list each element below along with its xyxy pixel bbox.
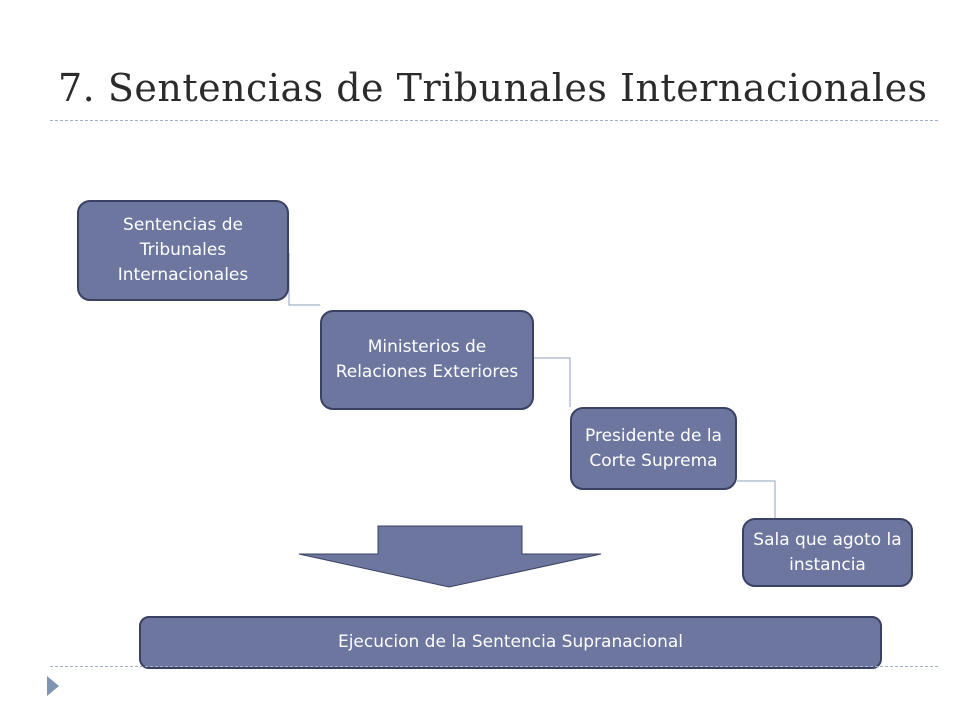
bullet-triangle-icon bbox=[47, 676, 59, 696]
result-ejecucion-sentencia: Ejecucion de la Sentencia Supranacional bbox=[139, 616, 882, 669]
result-label: Ejecucion de la Sentencia Supranacional bbox=[337, 632, 684, 652]
title-divider bbox=[50, 120, 938, 121]
step-label: Ministerios de Relaciones Exteriores bbox=[335, 337, 519, 382]
connector-2-3 bbox=[534, 357, 571, 407]
slide-title: 7. Sentencias de Tribunales Internaciona… bbox=[58, 66, 928, 110]
step-label: Sentencias de Tribunales Internacionales bbox=[117, 215, 249, 285]
connector-3-4 bbox=[737, 480, 776, 518]
step-presidente-corte: Presidente de la Corte Suprema bbox=[570, 407, 737, 490]
step-ministerios-relaciones: Ministerios de Relaciones Exteriores bbox=[320, 310, 534, 410]
step-label: Presidente de la Corte Suprema bbox=[585, 425, 722, 471]
down-arrow-icon bbox=[298, 525, 602, 588]
step-label: Sala que agoto la instancia bbox=[753, 529, 902, 575]
footer-divider bbox=[50, 666, 938, 667]
step-sentencias-tribunales: Sentencias de Tribunales Internacionales bbox=[77, 200, 289, 301]
connector-1-2 bbox=[288, 253, 320, 306]
step-sala-instancia: Sala que agoto la instancia bbox=[742, 518, 913, 587]
